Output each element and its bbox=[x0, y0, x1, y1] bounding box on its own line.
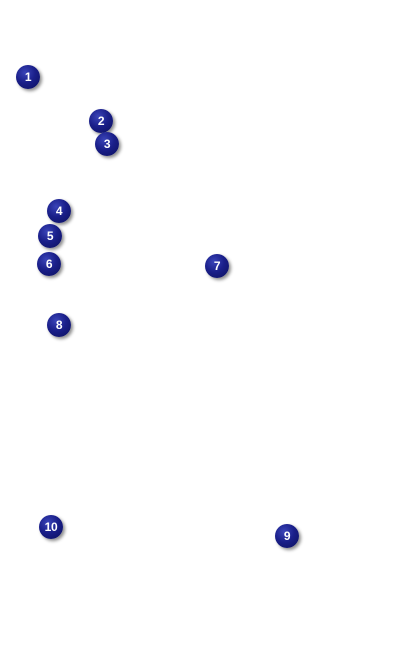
marker-4[interactable]: 4 bbox=[47, 199, 71, 223]
marker-label: 5 bbox=[46, 229, 54, 243]
marker-3[interactable]: 3 bbox=[95, 132, 119, 156]
marker-6[interactable]: 6 bbox=[37, 252, 61, 276]
marker-label: 9 bbox=[283, 529, 291, 543]
marker-label: 2 bbox=[97, 114, 105, 128]
marker-8[interactable]: 8 bbox=[47, 313, 71, 337]
marker-label: 6 bbox=[45, 257, 53, 271]
marker-1[interactable]: 1 bbox=[16, 65, 40, 89]
marker-label: 10 bbox=[44, 520, 58, 534]
marker-label: 7 bbox=[213, 259, 221, 273]
marker-7[interactable]: 7 bbox=[205, 254, 229, 278]
marker-label: 8 bbox=[55, 318, 63, 332]
marker-label: 1 bbox=[24, 70, 32, 84]
marker-2[interactable]: 2 bbox=[89, 109, 113, 133]
marker-label: 4 bbox=[55, 204, 63, 218]
marker-9[interactable]: 9 bbox=[275, 524, 299, 548]
marker-label: 3 bbox=[103, 137, 111, 151]
marker-10[interactable]: 10 bbox=[39, 515, 63, 539]
marker-5[interactable]: 5 bbox=[38, 224, 62, 248]
